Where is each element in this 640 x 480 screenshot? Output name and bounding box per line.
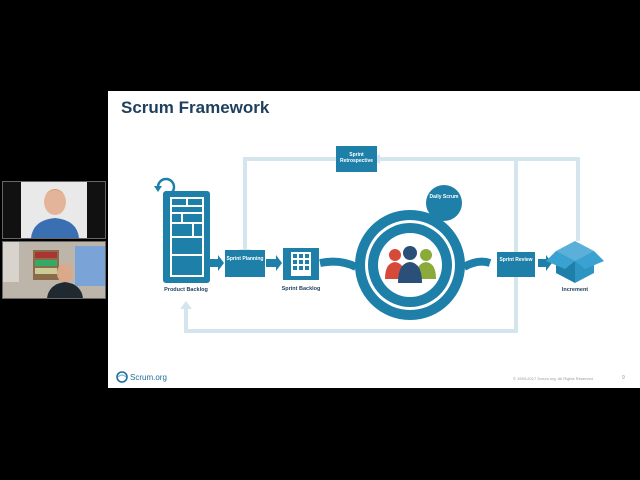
sprint-planning-box — [225, 250, 265, 277]
sprint-review-label: Sprint Review — [499, 257, 533, 263]
sprint-retrospective-label: Sprint Retrospective — [339, 152, 374, 164]
scrum-framework-diagram — [154, 146, 604, 333]
scrum-org-logo-icon — [116, 371, 128, 383]
sprint-backlog-label: Sprint Backlog — [281, 286, 321, 292]
sprint-planning-label: Sprint Planning — [226, 256, 264, 262]
daily-scrum-label: Daily Scrum — [429, 194, 459, 200]
slide-title: Scrum Framework — [121, 98, 270, 117]
copyright-text: © 1993-2017 Scrum.org. All Rights Reserv… — [513, 376, 593, 381]
page-number: 9 — [622, 375, 625, 381]
presentation-slide: Scrum Framework — [108, 91, 640, 388]
logo-text: Scrum.org — [130, 372, 167, 382]
sprint-review-box — [497, 252, 535, 277]
team-icon — [385, 246, 436, 283]
increment-label: Increment — [561, 287, 589, 293]
product-backlog-icon — [154, 177, 210, 283]
daily-scrum-circle — [426, 185, 462, 221]
sprint-retrospective-box — [336, 146, 377, 172]
increment-icon — [546, 241, 604, 283]
participant-video-1[interactable] — [2, 181, 106, 239]
participant-video-2[interactable] — [2, 241, 106, 299]
sprint-backlog-icon — [283, 248, 319, 280]
product-backlog-label: Product Backlog — [164, 287, 208, 293]
scrum-org-logo: Scrum.org — [116, 371, 167, 383]
